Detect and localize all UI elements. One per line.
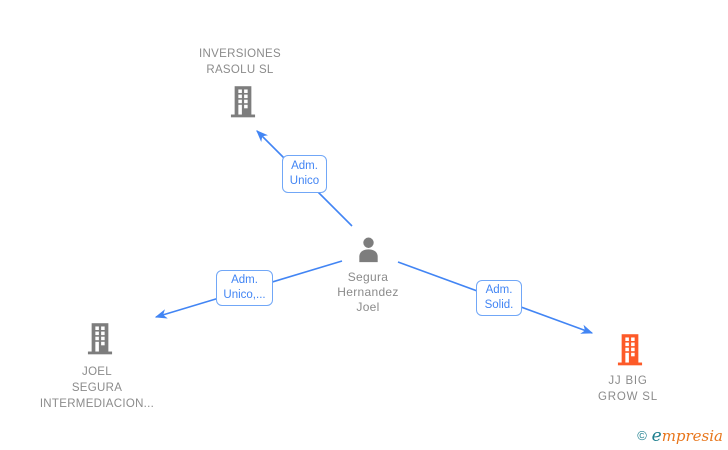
company-top-name-line2: RASOLU SL xyxy=(206,64,274,76)
company-left-name-line3: INTERMEDIACION... xyxy=(39,398,155,410)
edge-label-adm-unico[interactable]: Adm. Unico xyxy=(282,155,327,193)
company-right-name-line2: GROW SL xyxy=(598,391,658,403)
edge-label-adm-solid[interactable]: Adm. Solid. xyxy=(476,280,522,316)
edge-label-line2: Unico xyxy=(289,175,320,187)
edge-label-line1: Adm. xyxy=(485,284,513,296)
edge-label-line1: Adm. xyxy=(231,274,258,286)
edge-label-line2: Unico,... xyxy=(223,289,266,301)
building-icon-right[interactable] xyxy=(617,333,643,367)
person-label[interactable]: Segura Hernandez Joel xyxy=(308,270,428,315)
person-name-line3: Joel xyxy=(356,300,380,314)
empresia-watermark[interactable]: © empresia xyxy=(637,426,723,446)
person-name-line2: Hernandez xyxy=(337,285,399,299)
company-right-label[interactable]: JJ BIG GROW SL xyxy=(553,373,703,405)
watermark-brand-initial: e xyxy=(651,426,662,446)
building-icon-left[interactable] xyxy=(87,322,113,356)
edge-label-adm-unico-etc[interactable]: Adm. Unico,... xyxy=(216,270,273,306)
person-icon[interactable] xyxy=(354,234,383,266)
edge-label-line2: Solid. xyxy=(484,299,514,311)
company-left-name-line2: SEGURA xyxy=(71,382,123,394)
company-top-name-line1: INVERSIONES xyxy=(199,48,281,60)
company-left-name-line1: JOEL xyxy=(82,366,112,378)
company-left-label[interactable]: JOEL SEGURA INTERMEDIACION... xyxy=(22,364,172,412)
building-icon-top[interactable] xyxy=(230,85,256,119)
company-top-label[interactable]: INVERSIONES RASOLU SL xyxy=(165,46,315,78)
watermark-brand-rest: mpresia xyxy=(661,427,723,445)
company-right-name-line1: JJ BIG xyxy=(608,375,648,387)
copyright-icon: © xyxy=(637,428,647,443)
edge-label-line1: Adm. xyxy=(291,160,318,172)
person-name-line1: Segura xyxy=(347,270,389,284)
